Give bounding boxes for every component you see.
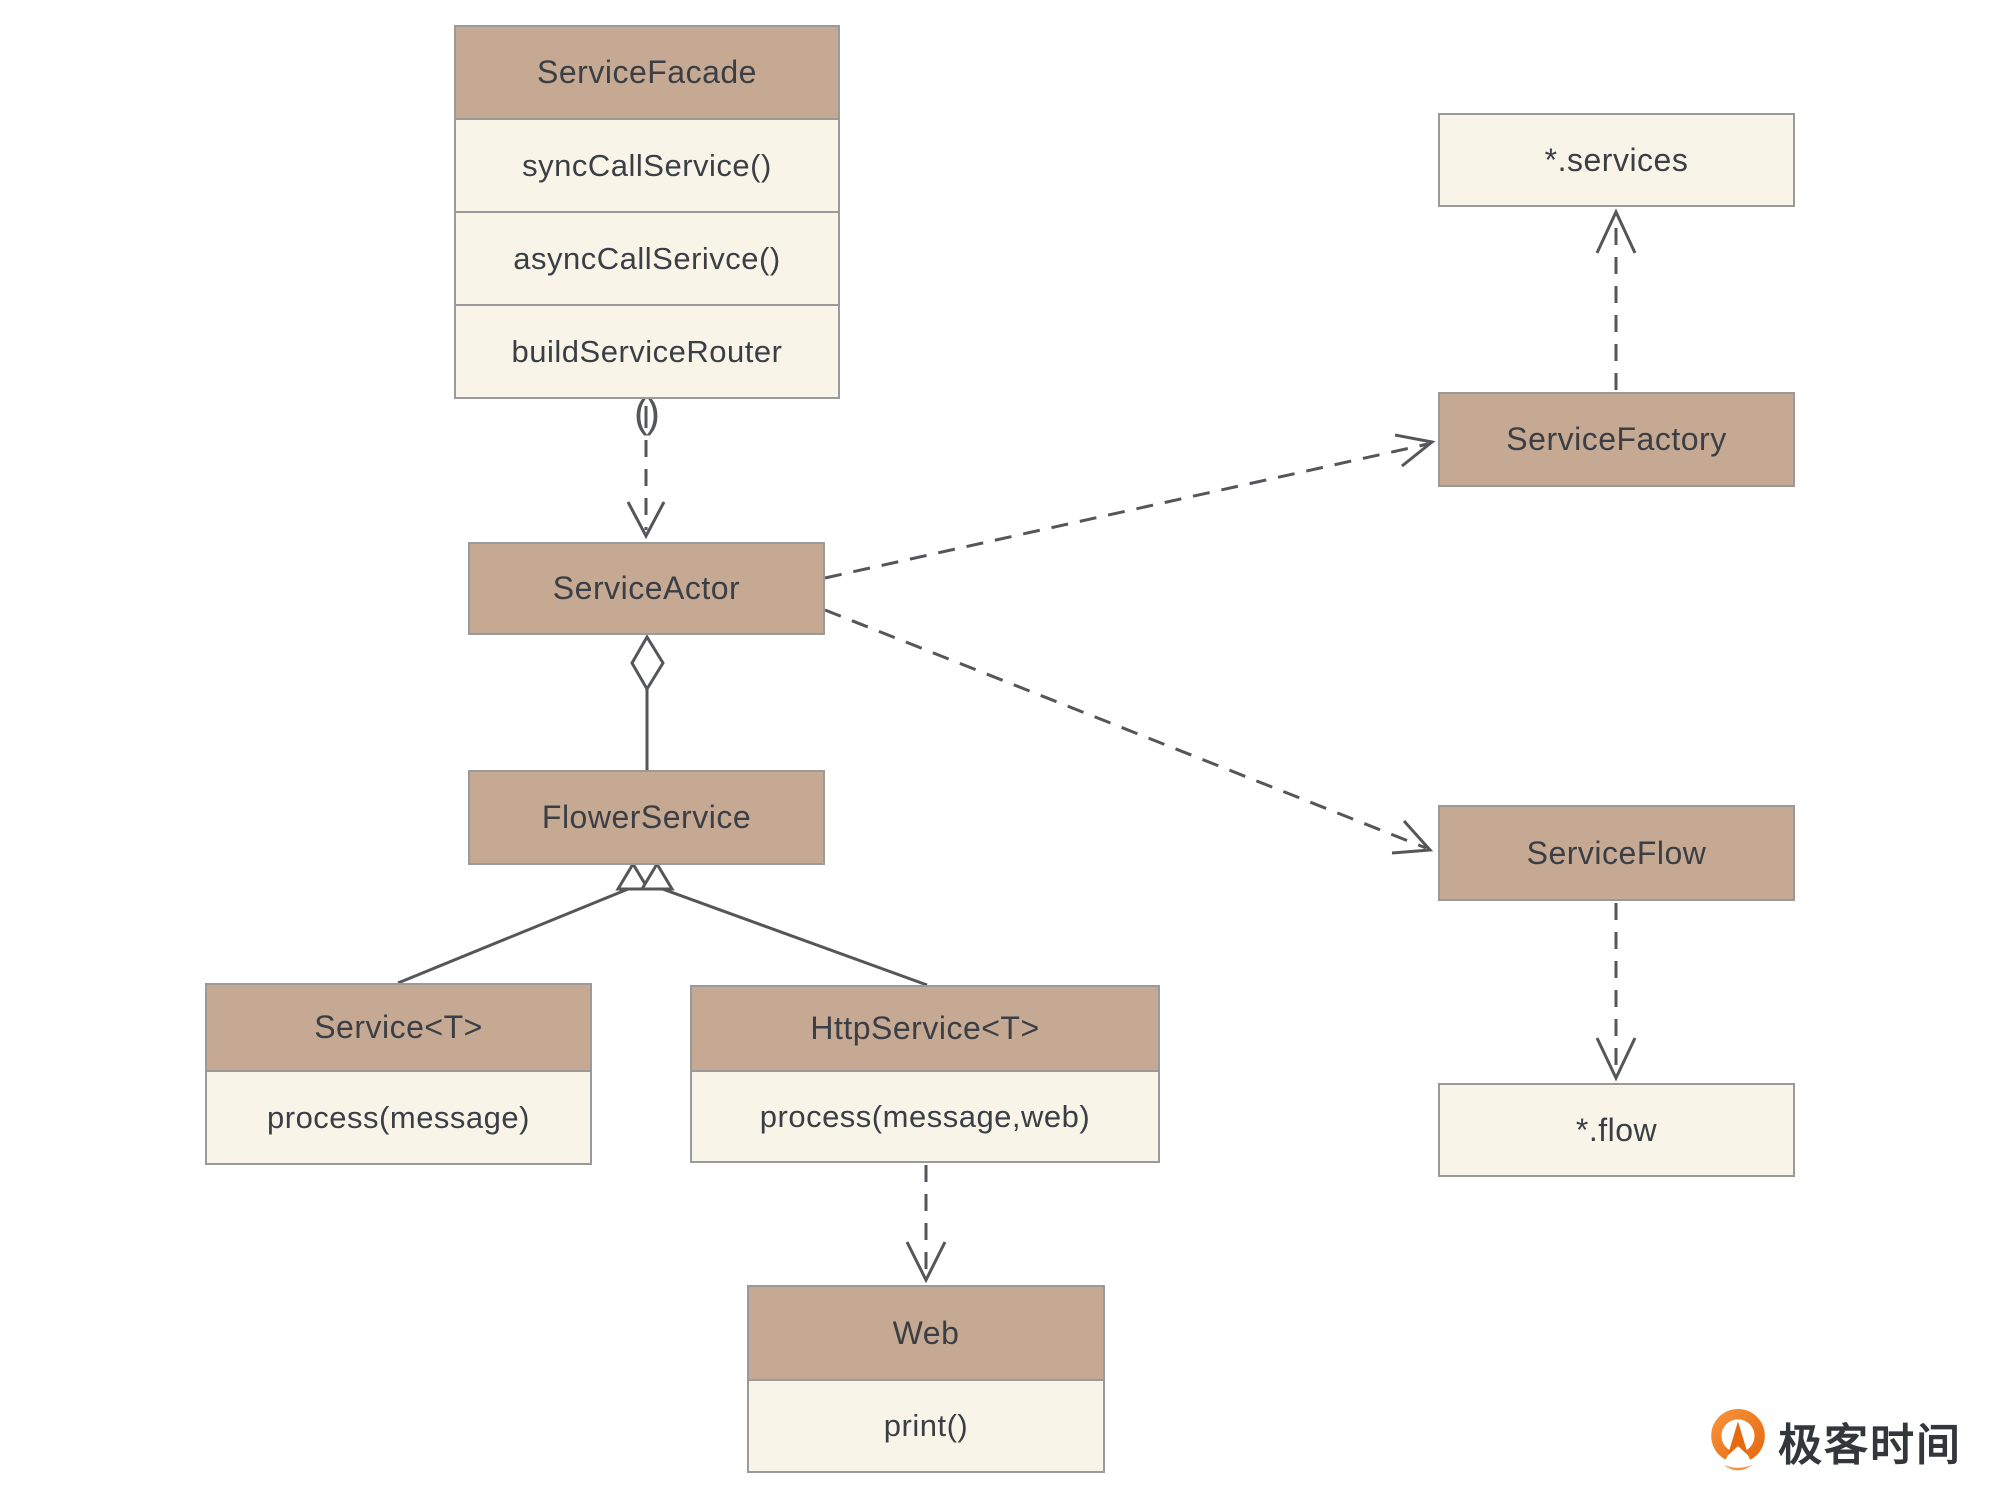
class-method: process(message)	[207, 1070, 590, 1163]
class-method: asyncCallSerivce()	[456, 211, 838, 304]
class-title: ServiceFlow	[1526, 834, 1707, 871]
dependency-flow-to-flow-file	[1595, 903, 1637, 1082]
class-title: Service<T>	[207, 985, 590, 1070]
geektime-logo: 极客时间	[1710, 1408, 1962, 1474]
artifact-box-services-file: *.services	[1438, 113, 1795, 207]
aggregation-actor-flowerservice	[630, 634, 665, 770]
class-box-http-service-t: HttpService<T> process(message,web)	[690, 985, 1160, 1163]
class-title: ServiceFacade	[456, 27, 838, 118]
dependency-actor-to-servicefactory	[824, 433, 1436, 580]
class-title: Web	[749, 1287, 1103, 1379]
artifact-title: *.services	[1544, 141, 1689, 178]
dependency-actor-to-serviceflow	[824, 608, 1434, 855]
class-box-service-flow: ServiceFlow	[1438, 805, 1795, 901]
class-box-web: Web print()	[747, 1285, 1105, 1473]
class-box-service-actor: ServiceActor	[468, 542, 825, 635]
generalization-httpservice-to-flowerservice	[639, 861, 928, 987]
geektime-logo-text: 极客时间	[1778, 1421, 1962, 1470]
class-title: ServiceActor	[552, 570, 741, 606]
class-method: print()	[749, 1379, 1103, 1471]
class-title: FlowerService	[541, 799, 752, 835]
geektime-logo-icon	[1711, 1409, 1765, 1471]
dependency-factory-to-services-file	[1595, 208, 1637, 390]
class-box-service-t: Service<T> process(message)	[205, 983, 592, 1165]
class-box-service-factory: ServiceFactory	[1438, 392, 1795, 487]
generalization-service-to-flowerservice	[397, 861, 651, 985]
class-method: syncCallService()	[456, 118, 838, 211]
class-method: buildServiceRouter	[456, 304, 838, 397]
class-title: HttpService<T>	[692, 987, 1158, 1070]
class-box-service-facade: ServiceFacade syncCallService() asyncCal…	[454, 25, 840, 399]
dependency-httpservice-to-web	[905, 1165, 947, 1284]
artifact-title: *.flow	[1575, 1111, 1658, 1148]
class-method: process(message,web)	[692, 1070, 1158, 1161]
artifact-box-flow-file: *.flow	[1438, 1083, 1795, 1177]
class-box-flower-service: FlowerService	[468, 770, 825, 865]
class-title: ServiceFactory	[1506, 421, 1727, 457]
